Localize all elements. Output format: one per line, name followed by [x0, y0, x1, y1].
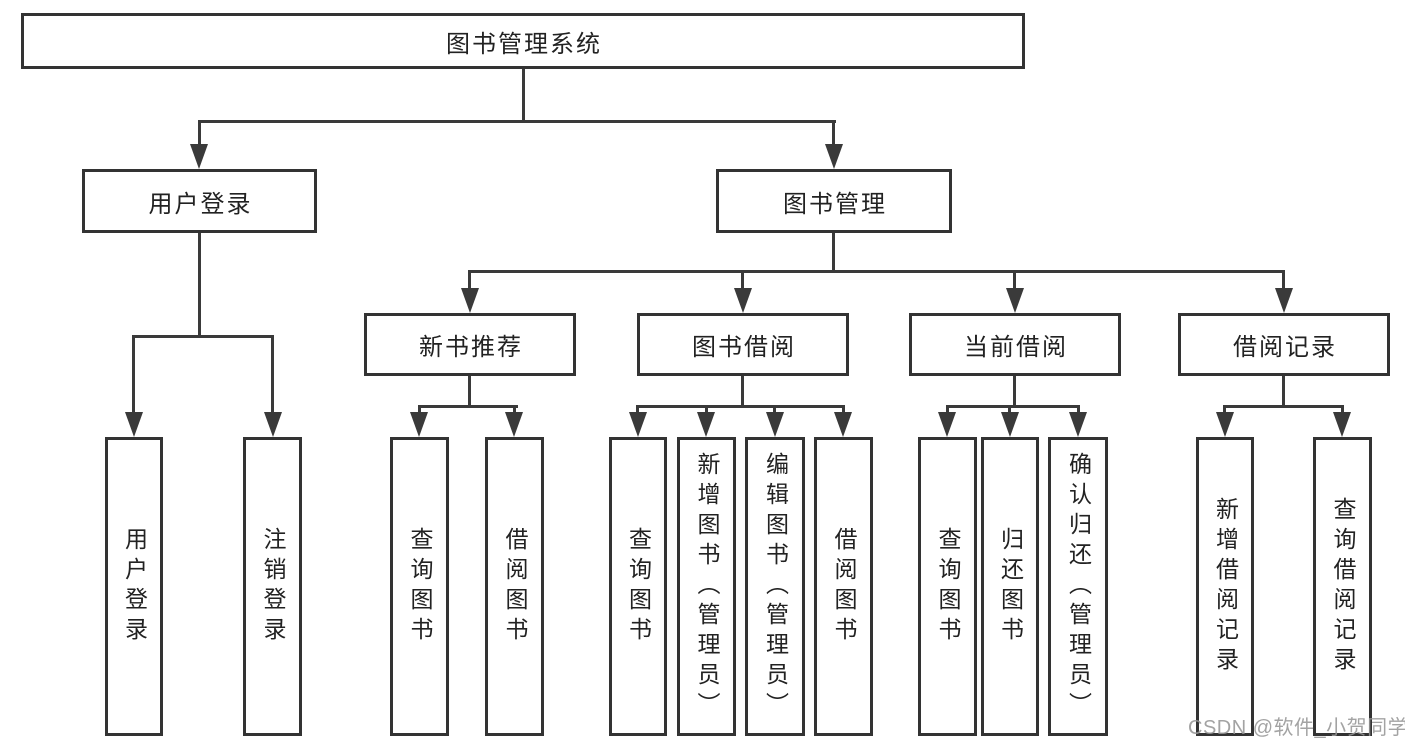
- connector-line: [832, 120, 835, 148]
- leaf-add-book-admin: 新增图书（管理员）: [677, 437, 736, 736]
- node-book-management: 图书管理: [716, 169, 952, 233]
- connector-line: [946, 405, 949, 415]
- node-label: 新增借阅记录: [1212, 496, 1239, 677]
- connector-line: [636, 405, 639, 415]
- connector-line: [832, 233, 835, 273]
- leaf-query-book-borrow: 查询图书: [609, 437, 667, 736]
- connector-line: [636, 405, 845, 408]
- node-label: 借阅图书: [502, 526, 528, 647]
- leaf-confirm-return-admin: 确认归还（管理员）: [1048, 437, 1108, 736]
- connector-line: [1013, 270, 1016, 292]
- arrowhead-down-icon: [938, 412, 956, 437]
- node-label: 注销登录: [260, 526, 286, 647]
- connector-line: [468, 270, 1285, 273]
- node-label: 编辑图书（管理员）: [762, 451, 789, 722]
- connector-line: [198, 120, 201, 148]
- connector-line: [468, 270, 471, 292]
- node-user-login: 用户登录: [82, 169, 317, 233]
- csdn-watermark: CSDN @软件_小贺同学: [1188, 717, 1405, 739]
- node-label: 确认归还（管理员）: [1065, 451, 1092, 722]
- node-label: 查询借阅记录: [1330, 496, 1356, 677]
- node-label: 图书管理系统: [446, 30, 602, 58]
- arrowhead-down-icon: [125, 412, 143, 437]
- connector-line: [1282, 376, 1285, 408]
- connector-line: [513, 405, 516, 415]
- leaf-borrow-book: 借阅图书: [814, 437, 873, 736]
- node-label: 当前借阅: [964, 334, 1068, 361]
- connector-line: [705, 405, 708, 415]
- leaf-query-book-recommend: 查询图书: [390, 437, 449, 736]
- node-label: 借阅图书: [831, 526, 857, 647]
- node-label: 查询图书: [935, 526, 961, 647]
- connector-line: [418, 405, 421, 415]
- arrowhead-down-icon: [629, 412, 647, 437]
- arrowhead-down-icon: [461, 288, 479, 313]
- leaf-add-borrow-record: 新增借阅记录: [1196, 437, 1254, 736]
- node-label: 新增图书（管理员）: [694, 451, 720, 722]
- connector-line: [1223, 405, 1226, 415]
- node-label: 用户登录: [121, 526, 148, 647]
- connector-line: [418, 405, 518, 408]
- arrowhead-down-icon: [1069, 412, 1087, 437]
- connector-line: [741, 270, 744, 292]
- node-label: 用户登录: [148, 190, 253, 218]
- node-label: 图书借阅: [692, 334, 796, 361]
- leaf-query-book-current: 查询图书: [918, 437, 977, 736]
- connector-line: [1282, 270, 1285, 292]
- connector-line: [198, 233, 201, 338]
- connector-line: [468, 376, 471, 408]
- node-label: 图书管理: [783, 190, 887, 218]
- arrowhead-down-icon: [1275, 288, 1293, 313]
- node-new-book-recommend: 新书推荐: [364, 313, 576, 376]
- node-borrow-record: 借阅记录: [1178, 313, 1390, 376]
- leaf-edit-book-admin: 编辑图书（管理员）: [745, 437, 805, 736]
- node-label: 查询图书: [625, 526, 652, 647]
- leaf-return-book: 归还图书: [981, 437, 1039, 736]
- arrowhead-down-icon: [697, 412, 715, 437]
- node-label: 借阅记录: [1233, 334, 1337, 361]
- node-root-library-system: 图书管理系统: [21, 13, 1025, 69]
- connector-line: [1341, 405, 1344, 415]
- leaf-logout-login: 注销登录: [243, 437, 302, 736]
- arrowhead-down-icon: [766, 412, 784, 437]
- arrowhead-down-icon: [825, 144, 843, 169]
- arrowhead-down-icon: [1333, 412, 1351, 437]
- node-current-borrow: 当前借阅: [909, 313, 1121, 376]
- connector-line: [946, 405, 1080, 408]
- connector-line: [198, 120, 836, 123]
- arrowhead-down-icon: [1216, 412, 1234, 437]
- arrowhead-down-icon: [834, 412, 852, 437]
- node-book-borrow: 图书借阅: [637, 313, 849, 376]
- leaf-user-login: 用户登录: [105, 437, 163, 736]
- node-label: 归还图书: [997, 526, 1024, 647]
- arrowhead-down-icon: [410, 412, 428, 437]
- arrowhead-down-icon: [264, 412, 282, 437]
- connector-line: [132, 335, 135, 417]
- arrowhead-down-icon: [1006, 288, 1024, 313]
- connector-line: [1008, 405, 1011, 415]
- connector-line: [1077, 405, 1080, 415]
- connector-line: [132, 335, 274, 338]
- connector-line: [1013, 376, 1016, 408]
- node-label: 查询图书: [407, 526, 433, 647]
- node-label: 新书推荐: [419, 334, 523, 361]
- connector-line: [522, 69, 525, 123]
- connector-line: [271, 335, 274, 417]
- connector-line: [773, 405, 776, 415]
- connector-line: [842, 405, 845, 415]
- leaf-query-borrow-record: 查询借阅记录: [1313, 437, 1372, 736]
- arrowhead-down-icon: [1001, 412, 1019, 437]
- connector-line: [741, 376, 744, 408]
- arrowhead-down-icon: [505, 412, 523, 437]
- connector-line: [1223, 405, 1344, 408]
- arrowhead-down-icon: [190, 144, 208, 169]
- leaf-borrow-book-recommend: 借阅图书: [485, 437, 544, 736]
- arrowhead-down-icon: [734, 288, 752, 313]
